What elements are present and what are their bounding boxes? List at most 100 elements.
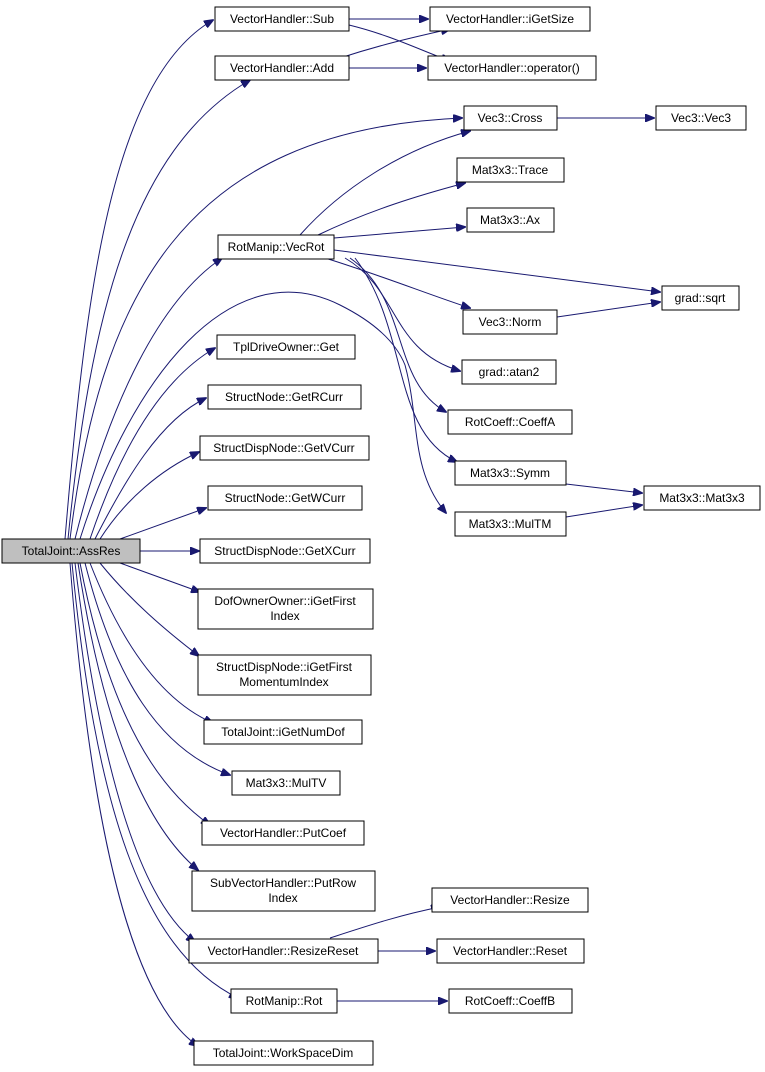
edge-root-vh-resizereset xyxy=(74,562,195,942)
node-label: Vec3::Norm xyxy=(479,315,542,329)
node-mat3x3-multv[interactable]: Mat3x3::MulTV xyxy=(231,770,341,796)
node-dofownerowner-igetfirstindex[interactable]: DofOwnerOwner::iGetFirst Index xyxy=(197,588,374,630)
node-label: Mat3x3::MulTV xyxy=(246,776,327,790)
node-label: TplDriveOwner::Get xyxy=(233,340,340,354)
node-label-line-1: DofOwnerOwner::iGetFirst xyxy=(214,594,356,608)
node-rotcoeff-coeffb[interactable]: RotCoeff::CoeffB xyxy=(448,988,573,1014)
node-totaljoint-igetnumdof[interactable]: TotalJoint::iGetNumDof xyxy=(203,719,363,745)
node-label-line-2: Index xyxy=(270,609,299,623)
node-mat3x3-trace[interactable]: Mat3x3::Trace xyxy=(456,157,565,183)
node-label: VectorHandler::PutCoef xyxy=(220,826,347,840)
node-structnode-getrcurr[interactable]: StructNode::GetRCurr xyxy=(207,384,362,410)
node-label: TotalJoint::WorkSpaceDim xyxy=(213,1046,354,1060)
node-vectorhandler-reset[interactable]: VectorHandler::Reset xyxy=(436,938,585,964)
node-label: VectorHandler::ResizeReset xyxy=(208,944,359,958)
node-label: VectorHandler::Add xyxy=(230,61,334,75)
node-rotmanip-vecrot[interactable]: RotManip::VecRot xyxy=(217,234,335,260)
node-label: StructNode::GetWCurr xyxy=(225,491,346,505)
edge-root-tpl-get xyxy=(89,348,215,540)
node-label: TotalJoint::iGetNumDof xyxy=(221,725,345,739)
node-label: Mat3x3::Ax xyxy=(480,213,540,227)
node-rotmanip-rot[interactable]: RotManip::Rot xyxy=(230,988,338,1014)
node-label: VectorHandler::Sub xyxy=(230,12,334,26)
node-totaljoint-assres[interactable]: TotalJoint::AssRes xyxy=(1,538,141,564)
node-label: Vec3::Cross xyxy=(478,111,543,125)
node-vectorhandler-add[interactable]: VectorHandler::Add xyxy=(214,55,350,81)
edge-vecrot-ax xyxy=(333,227,465,239)
node-vectorhandler-resizereset[interactable]: VectorHandler::ResizeReset xyxy=(188,938,379,964)
edge-vh-add-igetsize xyxy=(339,29,450,59)
edge-root-sn-getwcurr xyxy=(119,508,206,540)
edge-root-svh-putrow xyxy=(77,562,198,870)
edges xyxy=(64,19,660,1046)
node-label: VectorHandler::Resize xyxy=(450,893,570,907)
node-vec3-norm[interactable]: Vec3::Norm xyxy=(462,309,558,335)
node-label: VectorHandler::operator() xyxy=(444,61,579,75)
node-label-line-2: MomentumIndex xyxy=(239,675,328,689)
edge-root-rot-vecrot xyxy=(74,258,222,540)
edge-root-sdn-igetfirstmom xyxy=(99,562,199,656)
edge-multm-mat3x3 xyxy=(565,505,642,518)
edge-resizereset-resize xyxy=(329,907,440,939)
edge-root-vh-add xyxy=(67,80,250,540)
node-label: StructDispNode::GetXCurr xyxy=(214,544,355,558)
node-mat3x3-symm[interactable]: Mat3x3::Symm xyxy=(454,460,567,486)
node-mat3x3-multm[interactable]: Mat3x3::MulTM xyxy=(454,511,567,537)
nodes: TotalJoint::AssRes VectorHandler::Sub Ve… xyxy=(1,6,761,1066)
node-label: RotManip::Rot xyxy=(246,994,323,1008)
node-label: TotalJoint::AssRes xyxy=(22,544,121,558)
edge-vecrot-norm xyxy=(324,257,470,308)
node-label: grad::atan2 xyxy=(479,365,540,379)
node-label: Vec3::Vec3 xyxy=(671,111,731,125)
node-subvectorhandler-putrowindex[interactable]: SubVectorHandler::PutRow Index xyxy=(191,870,376,912)
node-structdispnode-getxcurr[interactable]: StructDispNode::GetXCurr xyxy=(199,538,371,564)
node-vectorhandler-sub[interactable]: VectorHandler::Sub xyxy=(214,6,350,32)
node-vectorhandler-igetsize[interactable]: VectorHandler::iGetSize xyxy=(429,6,591,32)
node-totaljoint-workspacedim[interactable]: TotalJoint::WorkSpaceDim xyxy=(193,1040,374,1066)
node-structdispnode-igetfirstmomentumindex[interactable]: StructDispNode::iGetFirst MomentumIndex xyxy=(197,654,372,696)
node-structnode-getwcurr[interactable]: StructNode::GetWCurr xyxy=(207,485,363,511)
node-vectorhandler-resize[interactable]: VectorHandler::Resize xyxy=(431,887,589,913)
node-label: grad::sqrt xyxy=(675,291,726,305)
node-vec3-vec3[interactable]: Vec3::Vec3 xyxy=(655,105,747,131)
node-label: Mat3x3::Symm xyxy=(470,466,550,480)
node-mat3x3-mat3x3[interactable]: Mat3x3::Mat3x3 xyxy=(643,485,761,511)
node-label: StructNode::GetRCurr xyxy=(225,390,343,404)
edge-root-tj-workspacedim xyxy=(69,562,198,1046)
edge-vecrot-atan2 xyxy=(344,257,460,371)
node-vectorhandler-putcoef[interactable]: VectorHandler::PutCoef xyxy=(201,820,365,846)
edge-root-grad-sqrt xyxy=(79,291,446,540)
edge-root-vh-putcoef xyxy=(79,562,210,825)
edge-vecrot-cross xyxy=(299,131,470,236)
node-label: StructDispNode::GetVCurr xyxy=(213,441,354,455)
edge-symm-mat3x3 xyxy=(565,483,642,493)
node-vectorhandler-operator[interactable]: VectorHandler::operator() xyxy=(427,55,597,81)
node-grad-sqrt[interactable]: grad::sqrt xyxy=(661,285,740,311)
node-label-line-1: SubVectorHandler::PutRow xyxy=(210,876,356,890)
edge-root-rot-rot xyxy=(71,562,238,998)
edge-vecrot-coeffa xyxy=(349,257,446,412)
node-rotcoeff-coeffa[interactable]: RotCoeff::CoeffA xyxy=(447,409,573,435)
edge-root-mat-multv xyxy=(84,562,230,775)
node-label: Mat3x3::MulTM xyxy=(469,517,552,531)
node-label: Mat3x3::Mat3x3 xyxy=(659,491,745,505)
node-label: VectorHandler::Reset xyxy=(453,944,568,958)
edge-root-vh-sub xyxy=(64,20,213,540)
node-grad-atan2[interactable]: grad::atan2 xyxy=(461,359,557,385)
node-label: RotCoeff::CoeffB xyxy=(465,994,555,1008)
node-label-line-2: Index xyxy=(268,891,297,905)
node-label: RotManip::VecRot xyxy=(228,240,325,254)
edge-norm-sqrt xyxy=(556,302,660,318)
edge-root-sn-getrcurr xyxy=(94,398,206,540)
node-tpldriveowner-get[interactable]: TplDriveOwner::Get xyxy=(216,334,356,360)
node-structdispnode-getvcurr[interactable]: StructDispNode::GetVCurr xyxy=(199,435,370,461)
node-label-line-1: StructDispNode::iGetFirst xyxy=(216,660,353,674)
edge-vecrot-trace xyxy=(317,183,465,236)
node-label: VectorHandler::iGetSize xyxy=(446,12,574,26)
edge-root-doo-igetfirst xyxy=(119,562,200,592)
edge-root-sdn-getvcurr xyxy=(99,452,199,540)
node-vec3-cross[interactable]: Vec3::Cross xyxy=(463,105,558,131)
node-mat3x3-ax[interactable]: Mat3x3::Ax xyxy=(466,207,555,233)
edge-root-vec3-cross xyxy=(69,118,462,540)
